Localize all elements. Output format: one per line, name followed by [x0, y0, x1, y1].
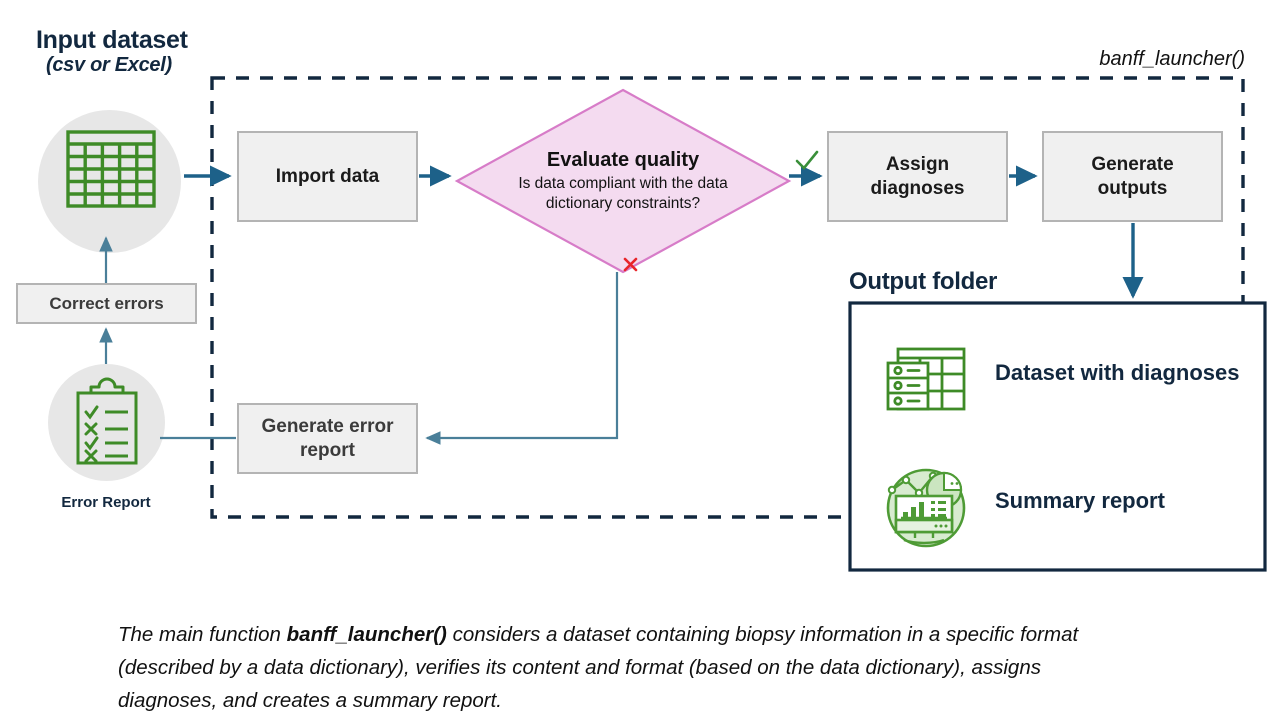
check-icon — [795, 150, 819, 170]
path-no-branch-to-error-report — [425, 272, 619, 445]
output-folder-title: Output folder — [849, 268, 998, 295]
summary-output-badge — [866, 449, 980, 563]
decision-question: Is data compliant with the data dictiona… — [518, 175, 728, 212]
process-box-generate-error-report[interactable]: Generate error report — [237, 403, 418, 474]
banff-launcher-label: banff_launcher() — [1099, 48, 1245, 70]
process-box-generate-outputs[interactable]: Generate outputs — [1042, 131, 1223, 222]
process-box-import-data[interactable]: Import data — [237, 131, 418, 222]
process-box-assign-diagnoses[interactable]: Assign diagnoses — [827, 131, 1008, 222]
chart-report-icon — [886, 468, 966, 548]
output-label-dataset-with-diagnoses: Dataset with diagnoses — [995, 360, 1240, 385]
error-report-badge — [48, 364, 165, 481]
table-rows-icon — [886, 347, 966, 411]
figure-caption: The main function banff_launcher() consi… — [118, 618, 1103, 718]
process-box-correct-errors[interactable]: Correct errors — [16, 283, 197, 324]
input-dataset-badge — [38, 110, 181, 253]
error-report-label: Error Report — [61, 494, 151, 511]
dataset-output-badge — [866, 328, 980, 442]
caption-prefix: The main function — [118, 623, 287, 646]
decision-node[interactable]: Evaluate quality Is data compliant with … — [455, 88, 791, 274]
input-dataset-subtitle: (csv or Excel) — [46, 54, 172, 76]
caption-function-name: banff_launcher() — [286, 623, 447, 646]
output-folder-boundary — [848, 301, 1267, 572]
input-dataset-title: Input dataset — [36, 26, 188, 54]
output-label-summary-report: Summary report — [995, 488, 1165, 513]
decision-title: Evaluate quality — [546, 149, 700, 172]
spreadsheet-table-icon — [66, 130, 156, 208]
caption-rest: considers a dataset containing biopsy in… — [118, 623, 1079, 713]
clipboard-checklist-icon — [76, 377, 138, 465]
